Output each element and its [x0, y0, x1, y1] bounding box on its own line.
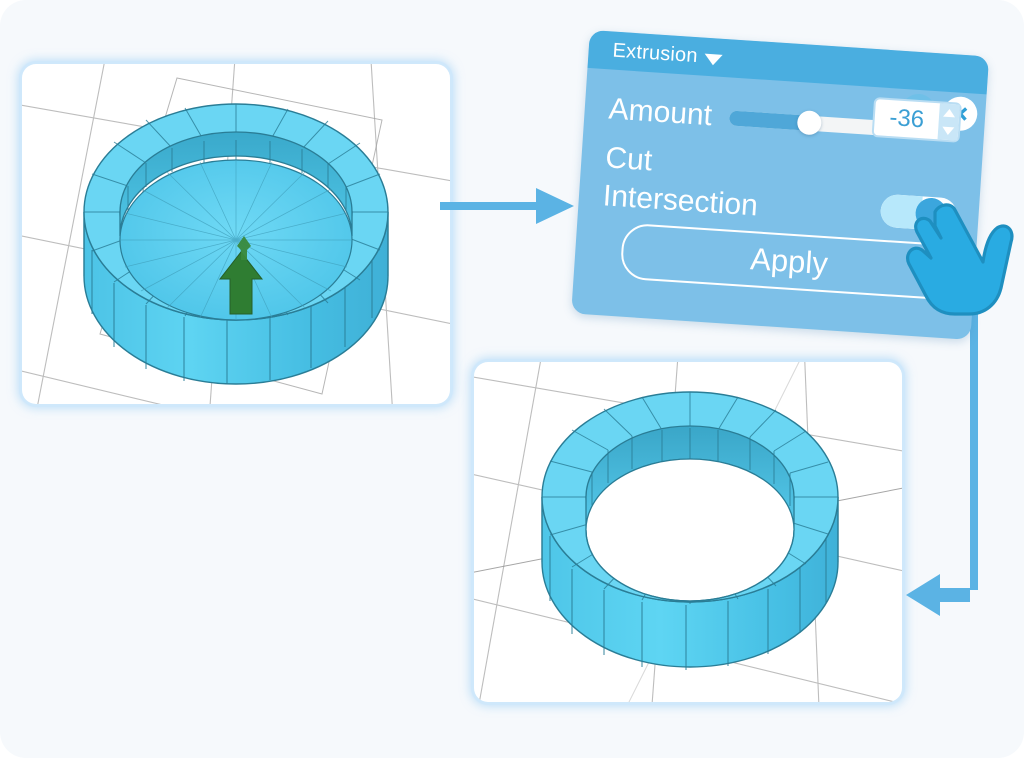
- 3d-viewport-before[interactable]: [22, 64, 450, 404]
- cut-intersection-label: Cut Intersection: [602, 139, 837, 230]
- triangle-down-icon[interactable]: [941, 126, 955, 136]
- arrow-right-icon: [440, 188, 574, 224]
- slider-knob[interactable]: [797, 110, 823, 136]
- model-hollow-ring: [541, 391, 839, 670]
- 3d-viewport-after[interactable]: [474, 362, 902, 702]
- arrow-down-then-left-icon: [906, 290, 978, 616]
- model-cylinder-recessed: [83, 103, 389, 385]
- chevron-down-icon[interactable]: [704, 53, 723, 66]
- panel-body: Extrusion Amount: [571, 30, 990, 340]
- cut-intersection-toggle[interactable]: [879, 193, 958, 232]
- amount-label: Amount: [607, 92, 714, 133]
- triangle-up-icon[interactable]: [943, 108, 956, 118]
- amount-stepper[interactable]: [937, 103, 960, 141]
- amount-spinbox[interactable]: -36: [871, 96, 962, 143]
- extrusion-panel[interactable]: Extrusion Amount: [571, 30, 990, 340]
- amount-value[interactable]: -36: [888, 104, 926, 134]
- green-up-arrow-gizmo: [218, 236, 264, 315]
